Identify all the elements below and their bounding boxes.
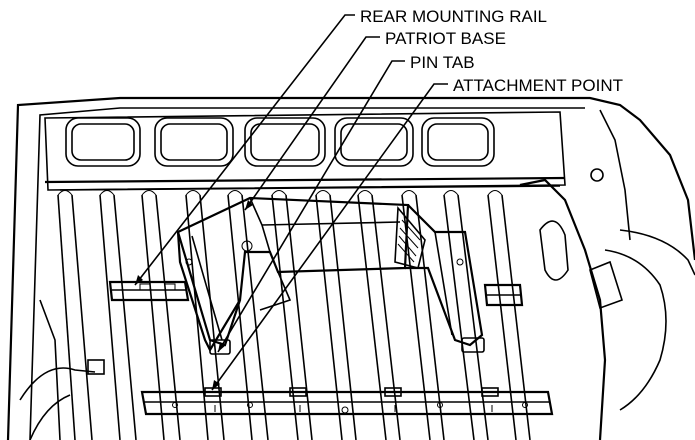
bed-window-5 — [421, 117, 495, 167]
left-tie-down — [87, 359, 105, 375]
leader-rear-mounting-rail — [134, 14, 355, 286]
truck-bed — [6, 96, 695, 440]
leader-patriot-base — [244, 36, 380, 211]
bed-floor-ribs — [57, 190, 531, 440]
label-attachment-point: ATTACHMENT POINT — [453, 76, 623, 95]
label-patriot-base: PATRIOT BASE — [385, 29, 506, 48]
pin-tab-right — [461, 337, 485, 353]
leader-attachment-point — [211, 83, 448, 391]
bed-window-2 — [154, 117, 234, 167]
tie-down-bracket — [589, 260, 623, 310]
bed-window-3 — [244, 117, 326, 167]
leader-lines — [134, 14, 448, 391]
bed-window-1 — [65, 117, 141, 167]
label-pin-tab: PIN TAB — [410, 53, 475, 72]
rear-mounting-rail — [140, 387, 554, 416]
attachment-point-2 — [289, 387, 307, 397]
leader-pin-tab — [217, 60, 405, 353]
callout-labels: REAR MOUNTING RAIL PATRIOT BASE PIN TAB … — [360, 7, 623, 95]
right-rail-stub — [483, 283, 524, 307]
bed-light — [590, 168, 604, 182]
attachment-point-4 — [481, 387, 499, 397]
pin-tab-left — [209, 339, 231, 355]
front-mounting-rail — [108, 280, 190, 302]
patriot-base — [176, 196, 485, 355]
attachment-point-3 — [384, 387, 402, 397]
label-rear-mounting-rail: REAR MOUNTING RAIL — [360, 7, 547, 26]
